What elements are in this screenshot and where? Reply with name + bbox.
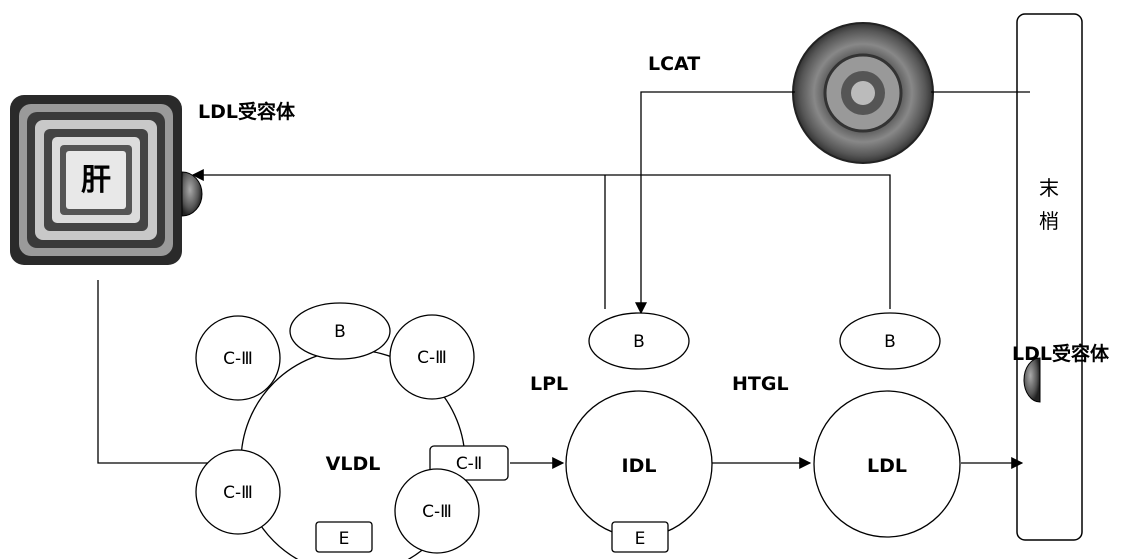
ldl-apo-b-label: B (884, 332, 896, 352)
idl-apo-e-label: E (635, 529, 646, 549)
vldl-particle: VLDL B C-Ⅲ C-Ⅲ C-Ⅱ C-Ⅲ C-Ⅲ E (196, 303, 508, 559)
ldl-receptor-peripheral-label: LDL受容体 (1012, 342, 1110, 365)
idl-particle: IDL B E (566, 313, 712, 552)
vldl-label: VLDL (326, 453, 381, 475)
ldl-receptor-liver-icon (182, 172, 202, 216)
hdl-particle-icon (793, 23, 933, 163)
vldl-apo-b-label: B (334, 322, 346, 342)
peripheral-label-line1: 末 (1039, 176, 1059, 200)
vldl-apo-c2-label: C-Ⅱ (456, 454, 482, 474)
vldl-apo-c3-top-left-label: C-Ⅲ (223, 349, 253, 369)
lcat-label: LCAT (648, 53, 700, 75)
vldl-apo-e-label: E (339, 529, 350, 549)
ldl-receptor-liver-label: LDL受容体 (198, 100, 296, 123)
idl-label: IDL (622, 455, 657, 477)
vldl-apo-c3-bottom-left-label: C-Ⅲ (223, 483, 253, 503)
vldl-apo-c3-bottom-right-label: C-Ⅲ (422, 502, 452, 522)
peripheral-label-line2: 梢 (1039, 209, 1059, 233)
peripheral-tissue-bar (1017, 14, 1082, 540)
liver-icon-label: 肝 (81, 163, 111, 198)
ldl-label: LDL (867, 455, 907, 477)
liver-icon: 肝 (10, 95, 182, 265)
lcat-to-idl-arrow (641, 92, 795, 313)
ldl-particle: LDL B (814, 313, 960, 537)
idl-apo-b-label: B (633, 332, 645, 352)
ldl-to-liver-receptor-arrow (193, 175, 890, 309)
lpl-label: LPL (530, 373, 568, 395)
htgl-label: HTGL (732, 373, 789, 395)
vldl-apo-c3-top-right-label: C-Ⅲ (417, 348, 447, 368)
